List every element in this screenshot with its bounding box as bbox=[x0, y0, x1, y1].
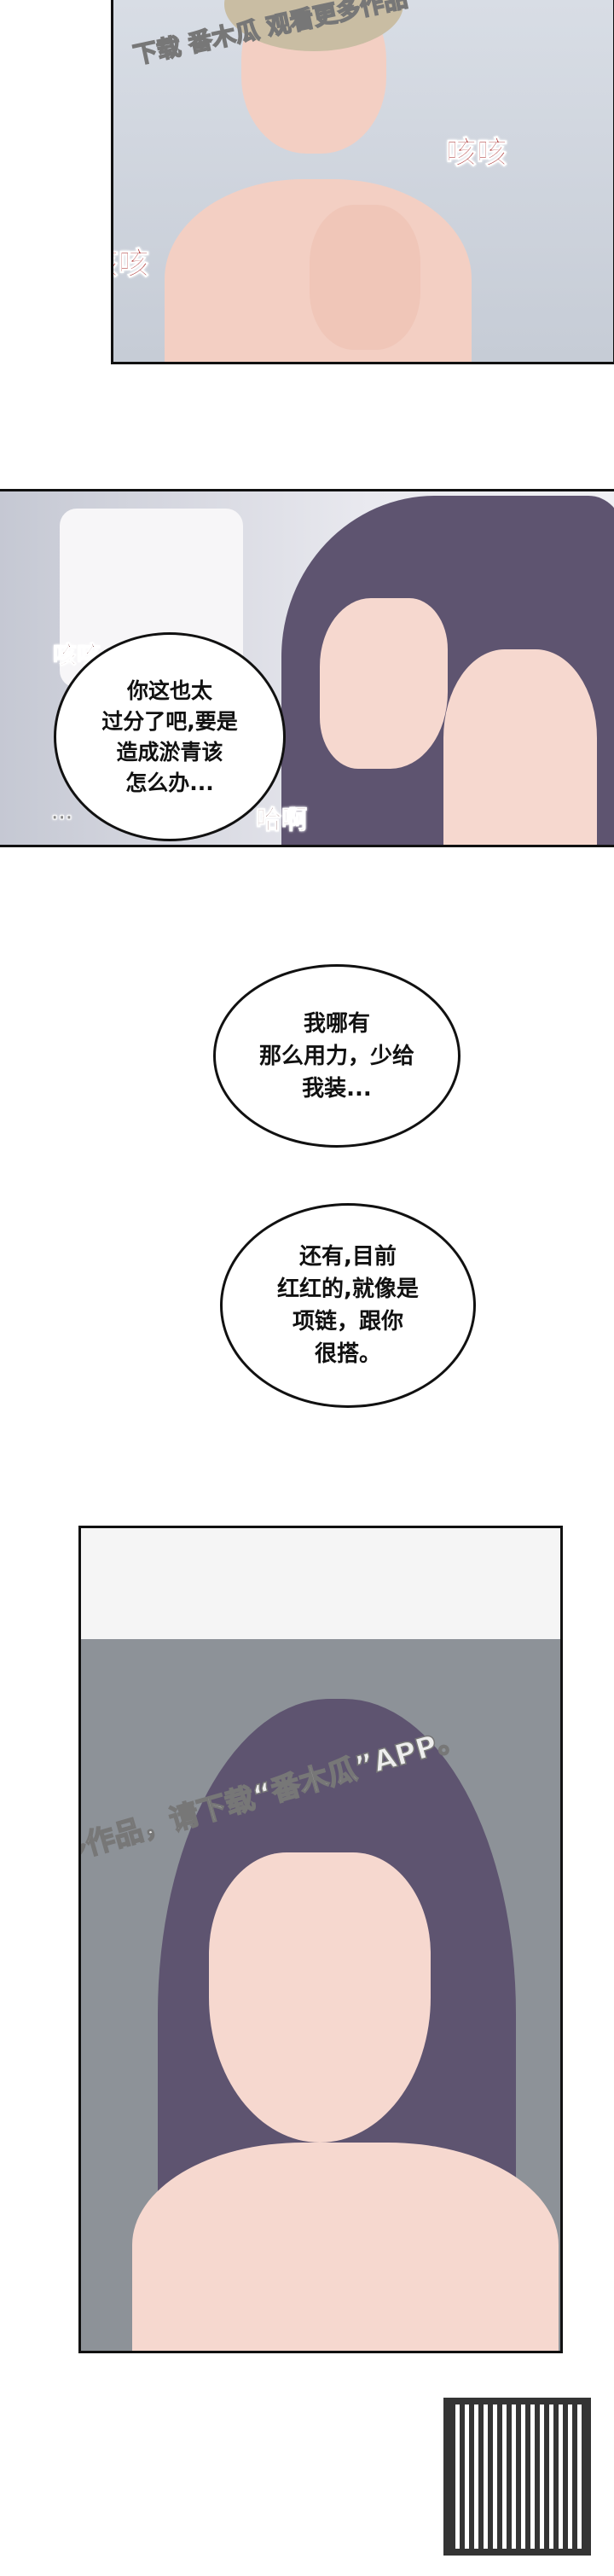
panel-2: 咳咳... 你这也太 过分了吧,要是 造成淤青该 怎么办... 哈啊 ... bbox=[0, 489, 614, 847]
character-blond-man bbox=[165, 0, 472, 362]
sfx-dots: ... bbox=[50, 803, 73, 825]
speech-bubble: 还有,目前 红红的,就像是 项链，跟你 很搭。 bbox=[220, 1203, 476, 1408]
character-woman-profile bbox=[281, 496, 614, 845]
sfx-cough: 咳咳 bbox=[113, 247, 150, 282]
character-woman-smiling bbox=[81, 1699, 560, 2351]
panel-1: 下载 番木瓜 观看更多作品 咳咳 咳咳 bbox=[111, 0, 614, 364]
sfx-cough: 咳咳 bbox=[445, 136, 508, 172]
speech-bubble: 你这也太 过分了吧,要是 造成淤青该 怎么办... bbox=[54, 632, 286, 841]
panel-5: 更多作品，请下载“番木瓜”APP。 bbox=[78, 1526, 563, 2353]
speech-bubble: 我哪有 那么用力，少给 我装... bbox=[213, 964, 460, 1148]
qr-code-icon bbox=[443, 2398, 591, 2556]
sfx-gasp: 哈啊 bbox=[256, 805, 308, 836]
